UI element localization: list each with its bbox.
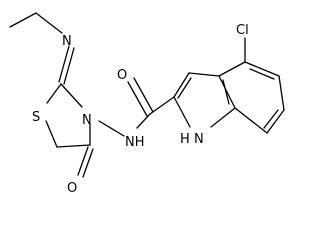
ring-oxygen-label: O [67, 181, 77, 196]
benzene-ring [218, 61, 285, 134]
pyrrole-ring [173, 72, 236, 128]
indole-n-label: N [194, 132, 204, 147]
indole-h-label: H [180, 132, 190, 147]
sulfur-label: S [32, 110, 40, 125]
imine-nitrogen-label: N [62, 34, 72, 49]
ring-nitrogen-label: N [82, 113, 92, 128]
ethyl-imine-bonds [9, 12, 63, 34]
amide-carbonyl-bond [127, 77, 154, 117]
chemical-structure: Cl O NH H N S N N O [9, 12, 285, 196]
imine-double-bond [58, 45, 75, 85]
amide-oxygen-label: O [117, 68, 127, 83]
amide-bonds [136, 96, 175, 129]
thiazolidinone-ring [45, 83, 91, 148]
amide-nh-label: NH [125, 135, 145, 150]
chlorine-label: Cl [236, 23, 249, 38]
n-n-bond [98, 120, 125, 137]
ring-carbonyl-bond [77, 146, 94, 178]
